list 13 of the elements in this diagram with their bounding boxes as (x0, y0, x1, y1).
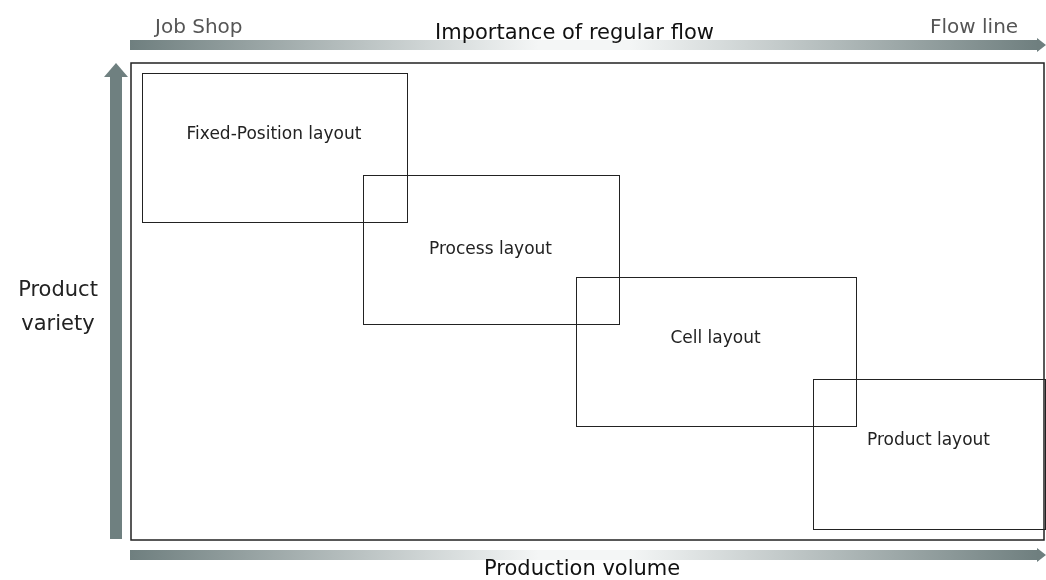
axis-end-label: Job Shop (155, 14, 243, 38)
layout-box (813, 379, 1046, 530)
box-label: Cell layout (669, 326, 762, 349)
axis-end-label: Flow line (930, 14, 1019, 38)
box-label: Fixed-Position layout (185, 122, 363, 145)
layout-box (363, 175, 620, 325)
box-label: Process layout (428, 237, 553, 260)
layout-box (576, 277, 857, 427)
layout-box (142, 73, 408, 223)
box-label: Product layout (866, 428, 991, 451)
axis-title: Product variety (17, 276, 99, 337)
axis-title: Importance of regular flow (435, 20, 714, 44)
axis-title: Production volume (484, 556, 681, 580)
